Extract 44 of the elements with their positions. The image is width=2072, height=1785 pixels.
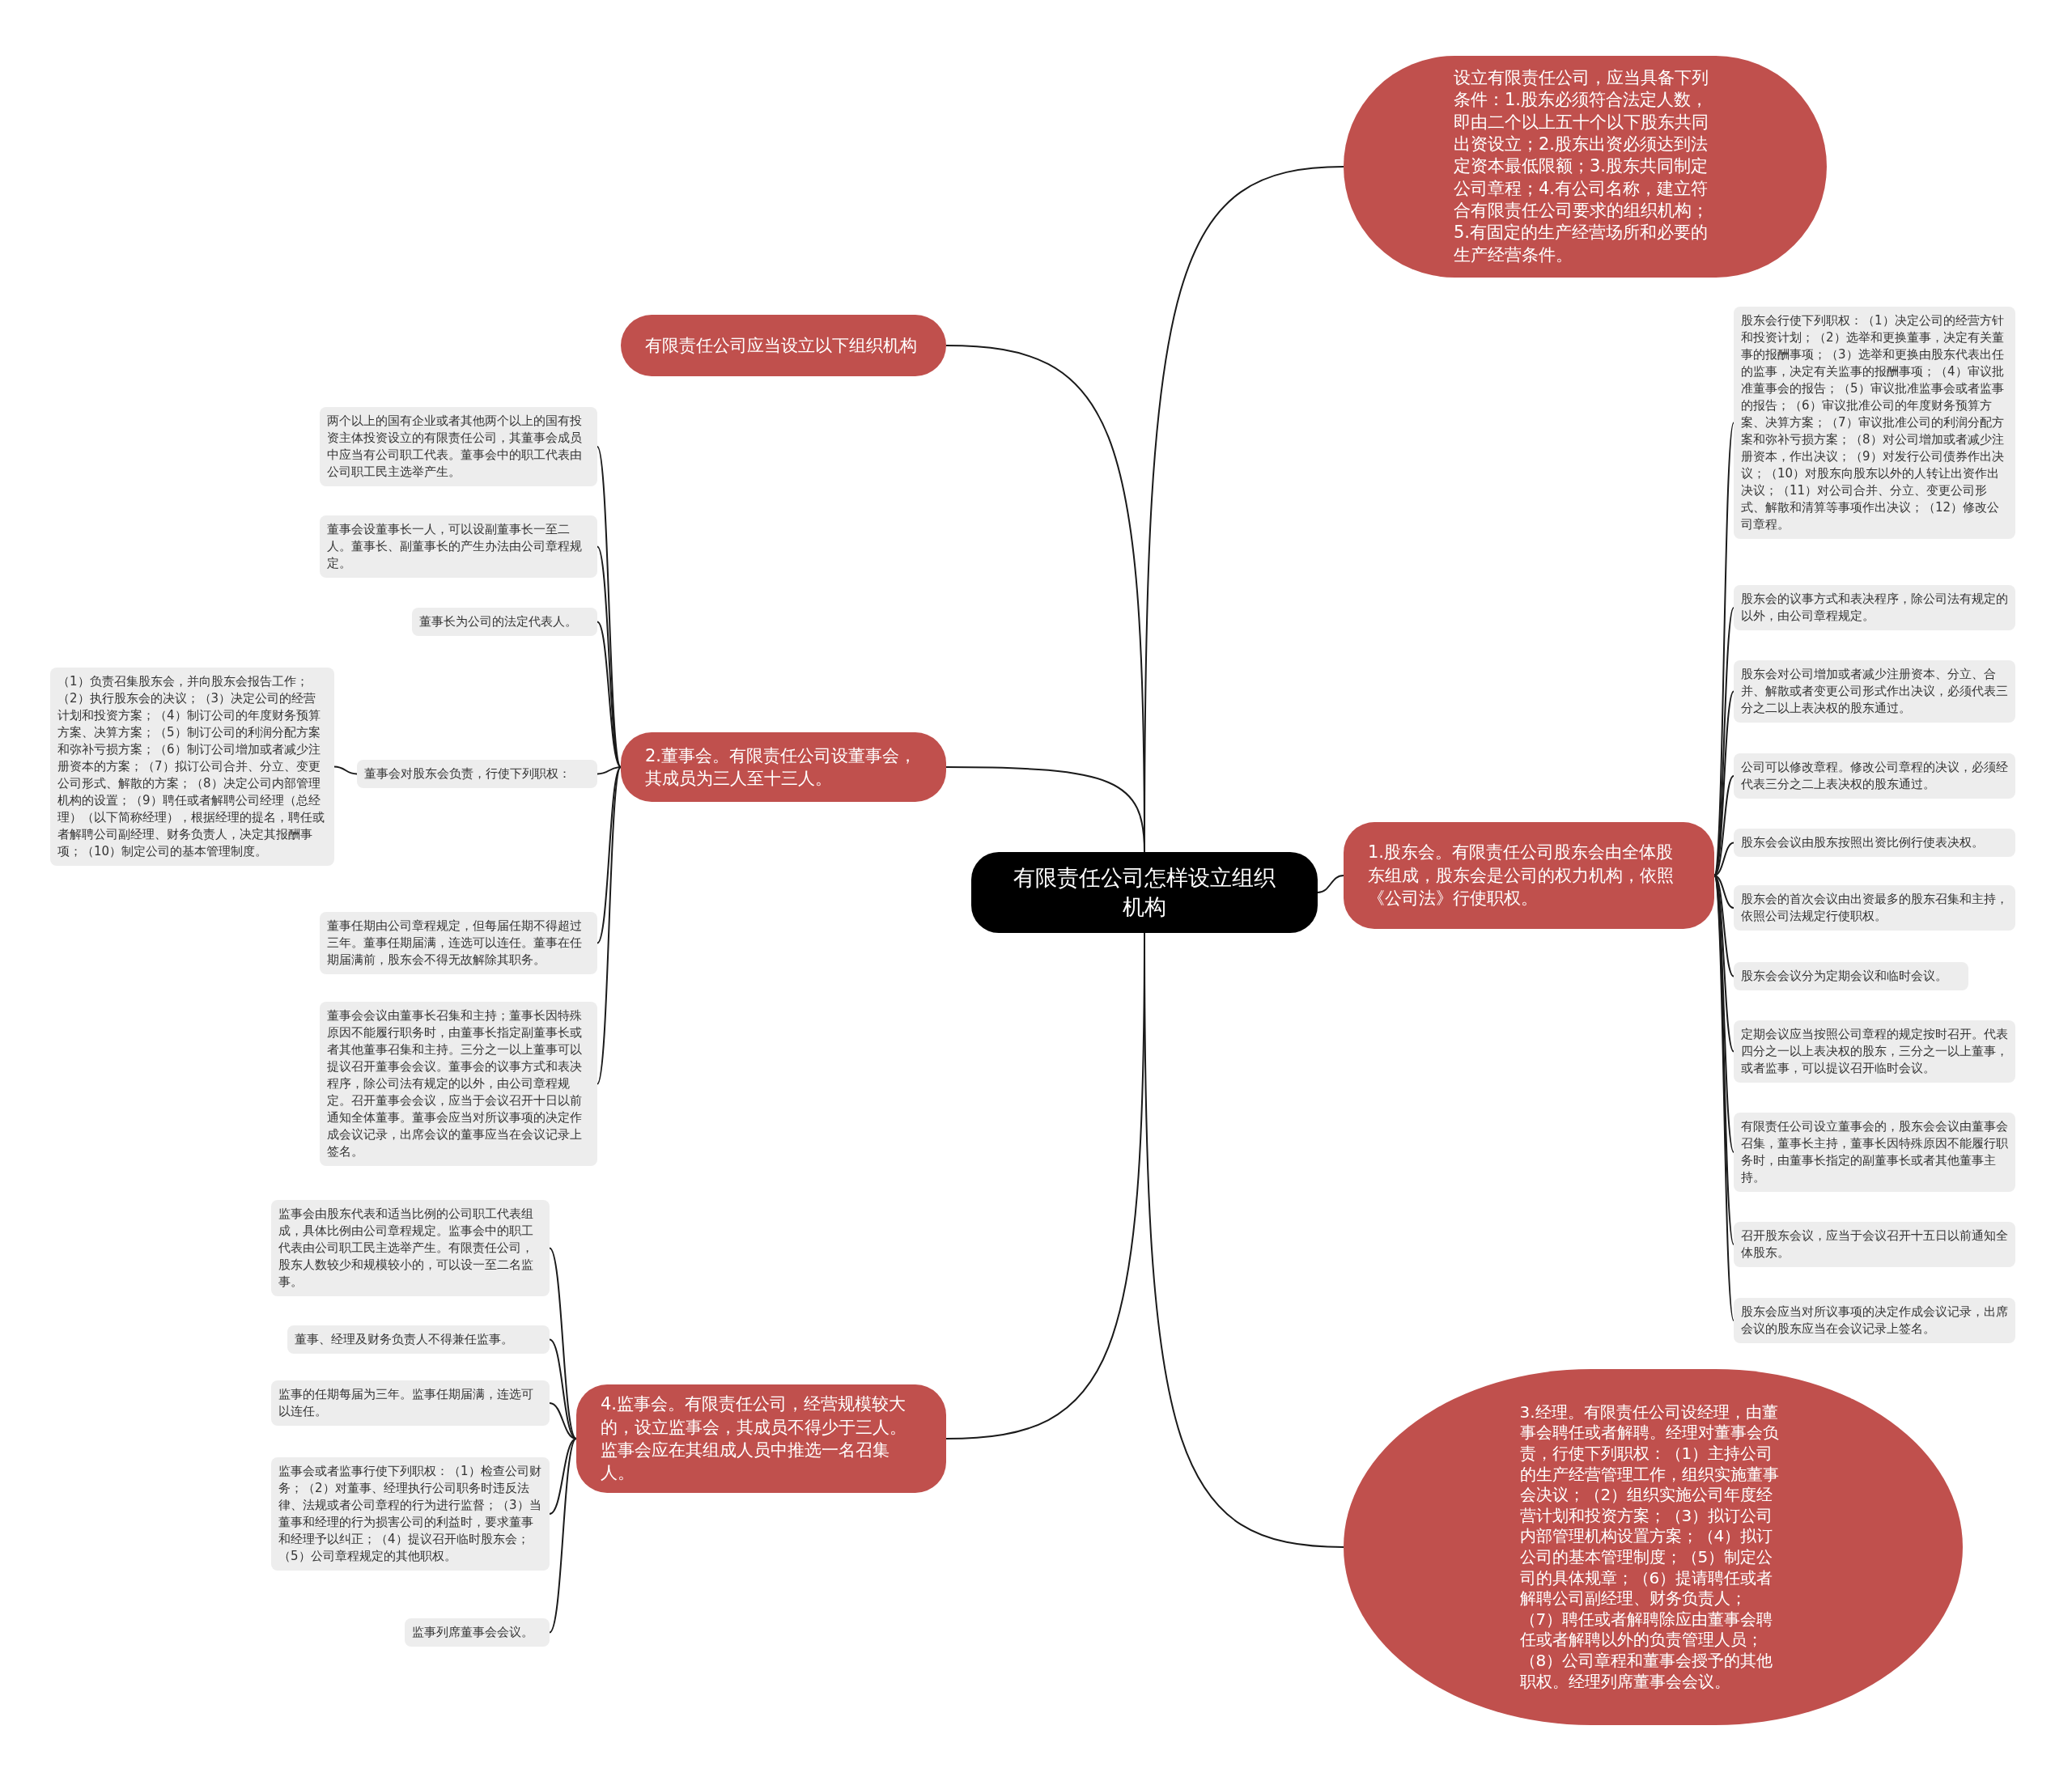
connector-line xyxy=(333,765,358,775)
branch-topic: 1.股东会。有限责任公司股东会由全体股东组成，股东会是公司的权力机构，依照《公司法》行使职权。 xyxy=(1344,822,1714,929)
connector-line xyxy=(597,766,622,775)
leaf-note: 股东会行使下列职权：（1）决定公司的经营方针和投资计划；（2）选举和更换董事，决定有关董事的报酬事项；（3）选举和更换由股东代表出任的监事，决定有关监事的报酬事项；（4）审议批准董事会的报告；（5）审议批准监事会或者监事的报告；（6）审议批准公司的年度财务预算方案、决算方案；（7）审议批准公司的利润分配方案和弥补亏损方案；（8）对公司增加或者减少注册资本，作出决议；（9）对发行公司债券作出决议；（10）对股东向股东以外的人转让出资作出决议；（11）对公司合并、分立、变更公司形式、解散和清算等事项作出决议；（12）修改公司章程。 xyxy=(1734,307,2015,539)
leaf-note: 监事会或者监事行使下列职权：（1）检查公司财务；（2）对董事、经理执行公司职务时违反法律、法规或者公司章程的行为进行监督；（3）当董事和经理的行为损害公司的利益时，要求董事和经理予以纠正；（4）提议召开临时股东会；（5）公司章程规定的其他职权。 xyxy=(271,1457,550,1571)
connector-line xyxy=(1317,875,1344,893)
connector-line xyxy=(549,1438,577,1515)
connector-line xyxy=(597,621,622,768)
leaf-note: 股东会对公司增加或者减少注册资本、分立、合并、解散或者变更公司形式作出决议，必须代表三分之二以上表决权的股东通过。 xyxy=(1734,660,2015,723)
leaf-note: 公司可以修改章程。修改公司章程的决议，必须经代表三分之二上表决权的股东通过。 xyxy=(1734,753,2015,799)
branch-topic: 2.董事会。有限责任公司设董事会，其成员为三人至十三人。 xyxy=(621,732,946,802)
leaf-note: 股东会会议分为定期会议和临时会议。 xyxy=(1734,962,1968,990)
leaf-note: 股东会会议由股东按照出资比例行使表决权。 xyxy=(1734,829,2015,857)
central-topic: 有限责任公司怎样设立组织机构 xyxy=(971,852,1318,933)
leaf-note: 董事会对股东会负责，行使下列职权： xyxy=(357,760,597,788)
branch-topic: 有限责任公司应当设立以下组织机构 xyxy=(621,315,946,376)
leaf-note: 股东会的议事方式和表决程序，除公司法有规定的以外，由公司章程规定。 xyxy=(1734,585,2015,630)
connector-line xyxy=(945,766,1145,853)
leaf-note: 召开股东会议，应当于会议召开十五日以前通知全体股东。 xyxy=(1734,1222,2015,1267)
leaf-note: 有限责任公司设立董事会的，股东会会议由董事会召集，董事长主持，董事长因特殊原因不能履行职务时，由董事长指定的副董事长或者其他董事主持。 xyxy=(1734,1113,2015,1192)
connector-line xyxy=(597,766,622,1085)
leaf-note: 董事、经理及财务负责人不得兼任监事。 xyxy=(287,1325,550,1354)
leaf-note: 董事任期由公司章程规定，但每届任期不得超过三年。董事任期届满，连选可以连任。董事在任期届满前，股东会不得无故解除其职务。 xyxy=(320,912,597,974)
leaf-note: （1）负责召集股东会，并向股东会报告工作；（2）执行股东会的决议；（3）决定公司的经营计划和投资方案；（4）制订公司的年度财务预算方案、决算方案；（5）制订公司的利润分配方案和弥补亏损方案；（6）制订公司增加或者减少注册资本的方案；（7）拟订公司合并、分立、变更公司形式、解散的方案；（8）决定公司内部管理机构的设置；（9）聘任或者解聘公司经理（总经理）（以下简称经理），根据经理的提名，聘任或者解聘公司副经理、财务负责人，决定其报酬事项；（10）制定公司的基本管理制度。 xyxy=(50,668,334,866)
leaf-note: 监事的任期每届为三年。监事任期届满，连选可以连任。 xyxy=(271,1380,550,1426)
leaf-note: 董事长为公司的法定代表人。 xyxy=(412,608,597,636)
leaf-note: 董事会会议由董事长召集和主持；董事长因特殊原因不能履行职务时，由董事长指定副董事长或者其他董事召集和主持。三分之一以上董事可以提议召开董事会会议。董事会的议事方式和表决程序，除公司法有规定的以外，由公司章程规定。召开董事会会议，应当于会议召开十日以前通知全体董事。董事会应当对所议事项的决定作成会议记录，出席会议的董事应当在会议记录上签名。 xyxy=(320,1002,597,1166)
leaf-note: 定期会议应当按照公司章程的规定按时召开。代表四分之一以上表决权的股东，三分之一以上董事，或者监事，可以提议召开临时会议。 xyxy=(1734,1020,2015,1083)
connector-line xyxy=(1713,875,1734,909)
branch-topic: 4.监事会。有限责任公司，经营规模较大的，设立监事会，其成员不得少于三人。监事会应在其组成人员中推选一名召集人。 xyxy=(576,1384,946,1493)
connector-line xyxy=(549,1247,577,1439)
connector-line xyxy=(549,1338,577,1439)
connector-line xyxy=(1713,842,1734,876)
leaf-note: 股东会应当对所议事项的决定作成会议记录，出席会议的股东应当在会议记录上签名。 xyxy=(1734,1298,2015,1343)
leaf-note: 股东会的首次会议由出资最多的股东召集和主持，依照公司法规定行使职权。 xyxy=(1734,885,2015,931)
connector-line xyxy=(1713,875,1734,977)
connector-line xyxy=(549,1438,577,1634)
connector-line xyxy=(597,766,622,944)
leaf-note: 两个以上的国有企业或者其他两个以上的国有投资主体投资设立的有限责任公司，其董事会成员中应当有公司职工代表。董事会中的职工代表由公司职工民主选举产生。 xyxy=(320,407,597,486)
connector-line xyxy=(597,545,622,768)
connector-line xyxy=(1713,775,1734,876)
leaf-note: 监事列席董事会会议。 xyxy=(405,1618,550,1647)
leaf-note: 监事会由股东代表和适当比例的公司职工代表组成，具体比例由公司章程规定。监事会中的职工代表由公司职工民主选举产生。有限责任公司，股东人数较少和规模较小的，可以设一至二名监事。 xyxy=(271,1200,550,1296)
leaf-note: 董事会设董事长一人，可以设副董事长一至二人。董事长、副董事长的产生办法由公司章程规定。 xyxy=(320,515,597,578)
